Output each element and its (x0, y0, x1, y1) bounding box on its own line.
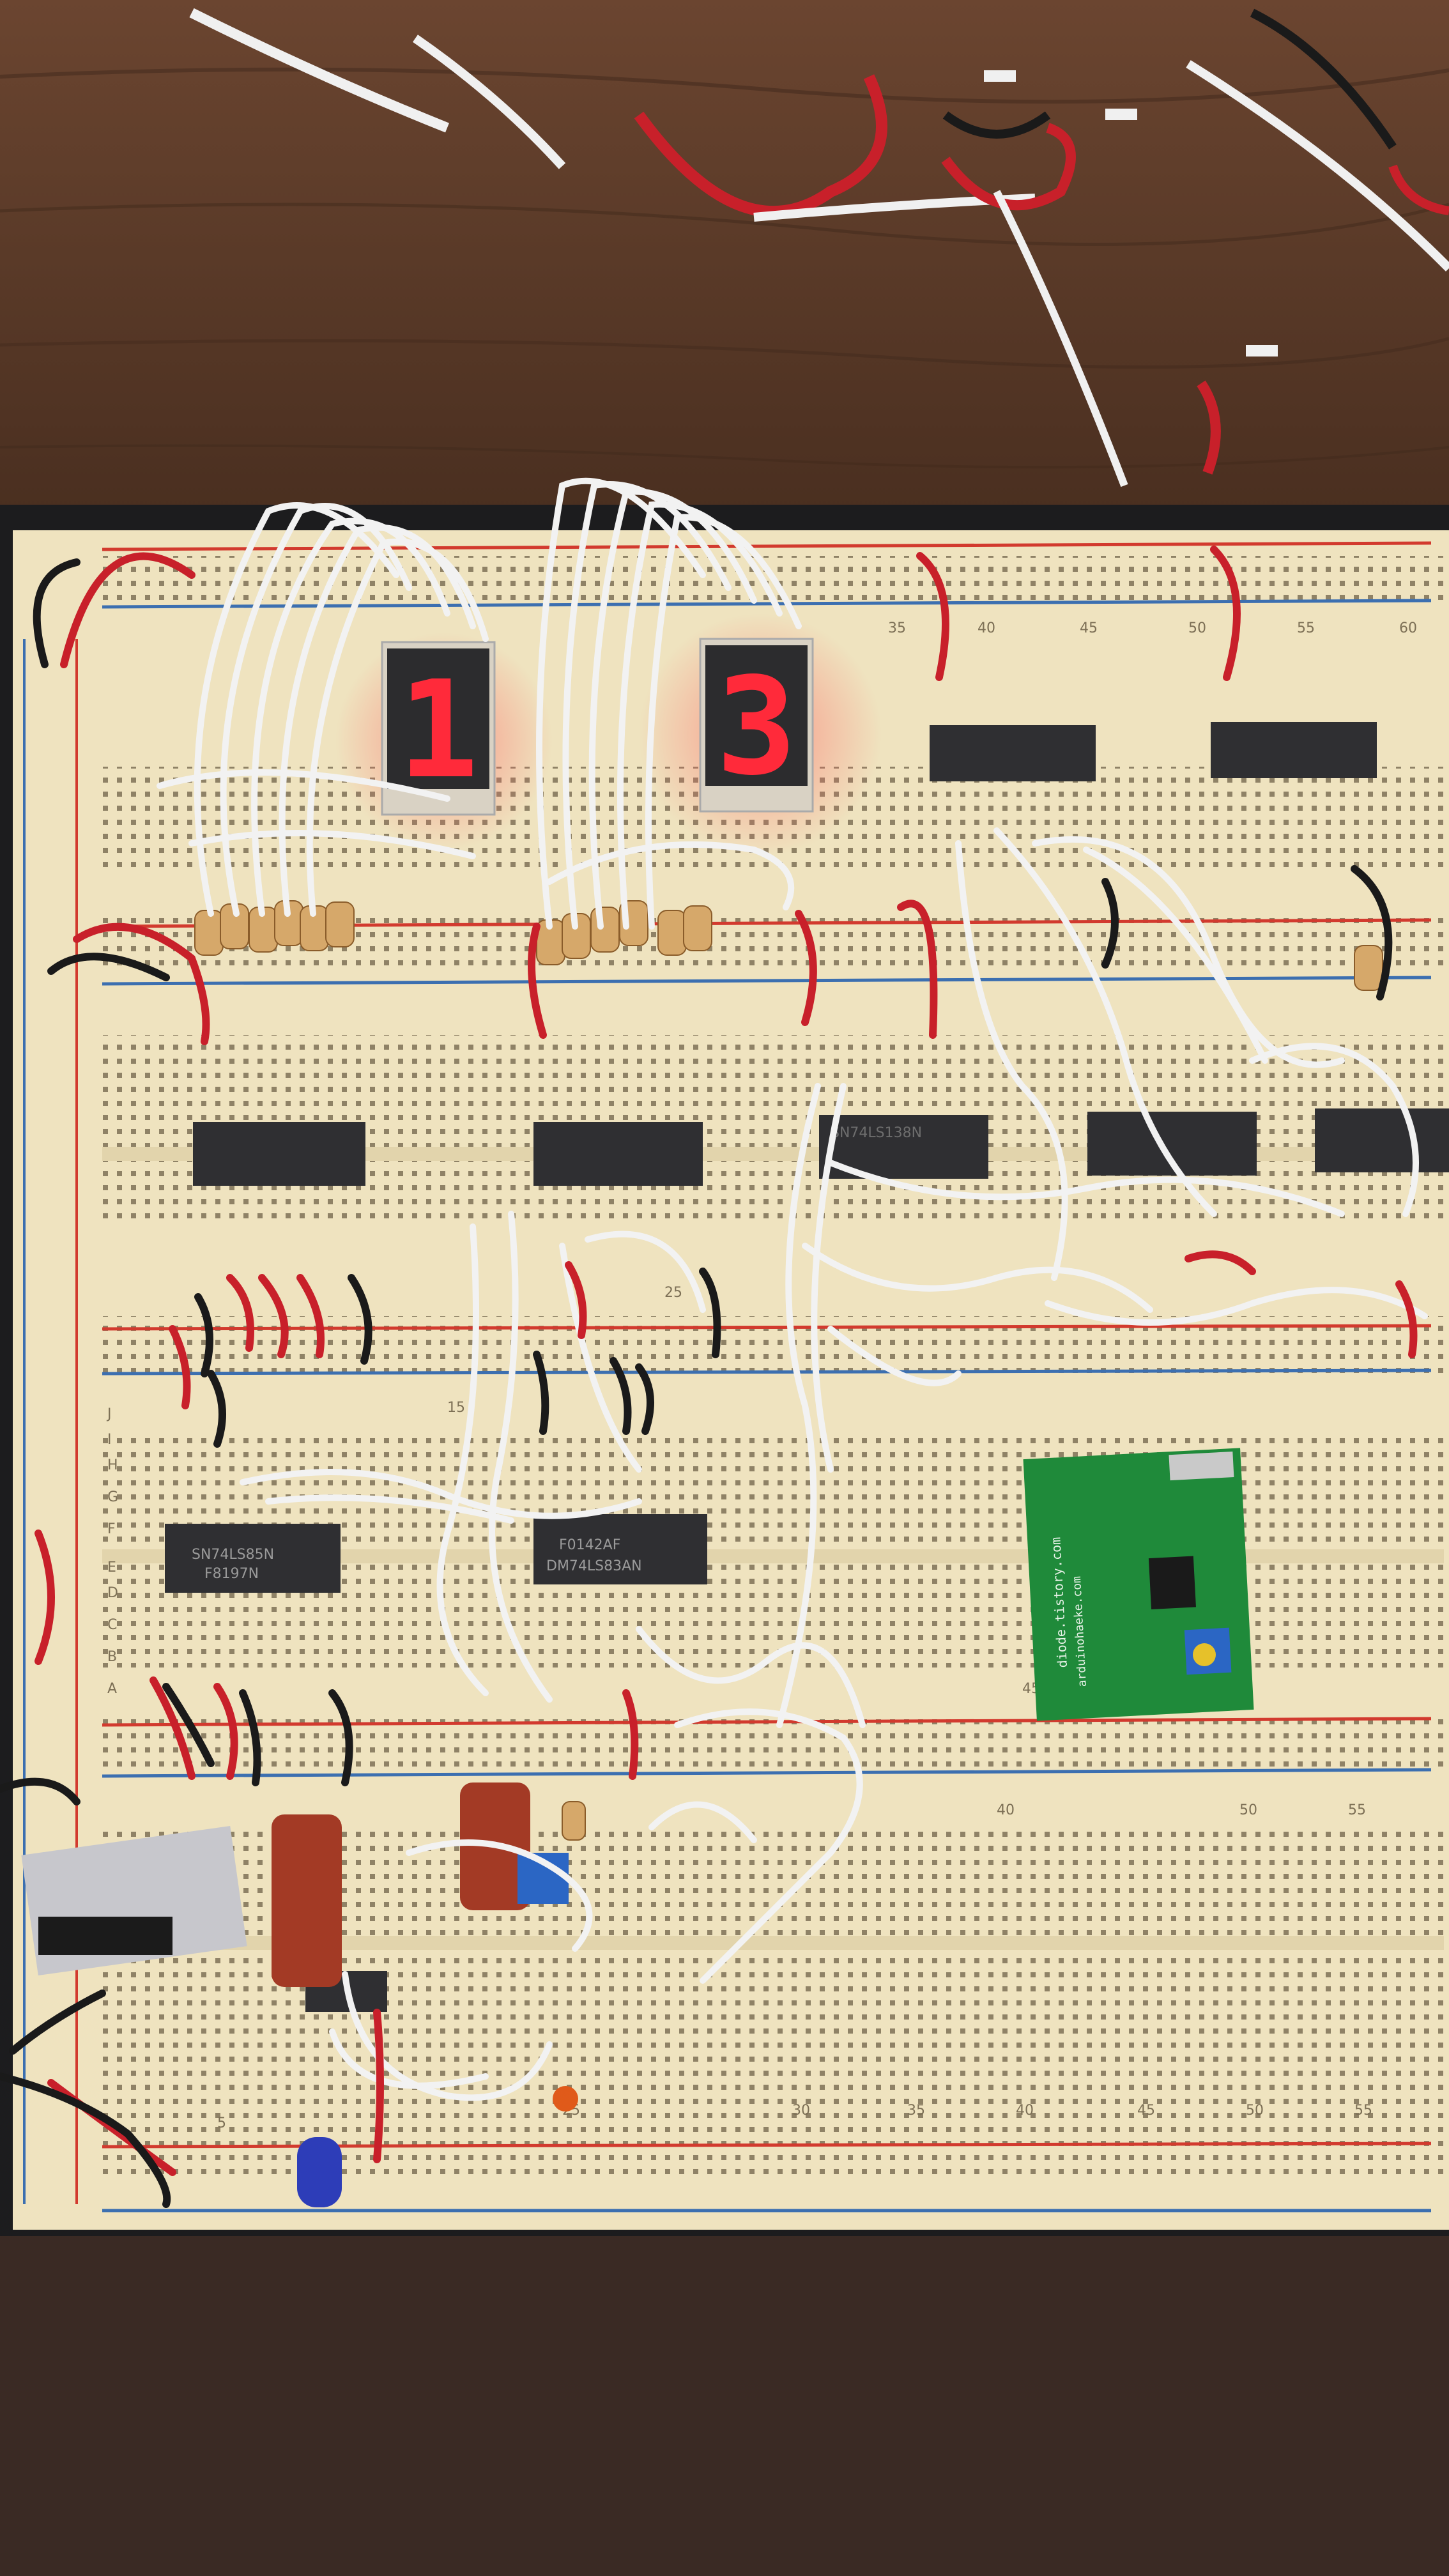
floor-shadow (0, 2236, 1449, 2576)
ic-chip (533, 1514, 707, 1584)
column-numbers: 35 40 45 50 55 60 15 25 40 45 50 55 5 25… (217, 620, 1417, 2131)
ic-label: SN74LS138N (831, 1125, 922, 1141)
row-letter: J (106, 1406, 112, 1422)
column-number: 30 (792, 2103, 810, 2119)
row-letter: B (107, 1649, 117, 1665)
row-letter: F (107, 1521, 116, 1537)
jumper-wires (0, 477, 1428, 2208)
column-number: 50 (1246, 2103, 1264, 2119)
ic-chip (533, 1122, 703, 1186)
ic-chip (193, 1122, 365, 1186)
display-digit-left: 1 (398, 652, 479, 808)
ic-label: F8197N (204, 1566, 259, 1582)
ic-chip (1211, 722, 1377, 778)
column-number: 45 (1137, 2103, 1155, 2119)
pcb-module: diode.tistory.com arduinohaeke.com (1023, 1448, 1254, 1721)
column-number: 60 (1399, 620, 1417, 636)
row-letter: A (107, 1681, 117, 1697)
column-number: 35 (888, 620, 906, 636)
row-letter: D (107, 1585, 118, 1601)
capacitor (272, 1814, 342, 1987)
column-number: 40 (997, 1802, 1015, 1818)
ic-label: SN74LS85N (192, 1547, 274, 1563)
column-number: 55 (1297, 620, 1315, 636)
ic-label: F0142AF (559, 1537, 620, 1553)
column-number: 25 (664, 1285, 682, 1301)
column-number: 35 (907, 2103, 925, 2119)
column-number: 5 (217, 2115, 226, 2131)
resistors (194, 900, 1383, 1841)
display-digit-right: 3 (716, 648, 797, 805)
row-letter: H (107, 1457, 118, 1473)
row-letter: G (107, 1489, 118, 1505)
column-number: 40 (1016, 2103, 1034, 2119)
ic-label: DM74LS83AN (546, 1558, 642, 1574)
wooden-table (0, 0, 1449, 511)
column-number: 55 (1348, 1802, 1366, 1818)
ic-chip (930, 725, 1096, 781)
ic-chip (165, 1524, 341, 1593)
column-number: 15 (447, 1400, 465, 1416)
column-number: 55 (1354, 2103, 1372, 2119)
column-number: 50 (1239, 1802, 1257, 1818)
ic-chips: SN74LS138N SN74LS85N F8197N F0142AF DM74… (165, 722, 1449, 2012)
row-letter: E (107, 1560, 116, 1575)
electrolytic-capacitor (297, 2137, 342, 2207)
column-number: 45 (1080, 620, 1098, 636)
column-number: 50 (1188, 620, 1206, 636)
ic-chip (1315, 1108, 1449, 1172)
row-letter: I (107, 1432, 112, 1448)
row-letter: C (107, 1617, 117, 1633)
row-letters: A B C D E F G H I J (106, 1406, 118, 1697)
seven-segment-display-right: 3 (639, 613, 882, 856)
ceramic-capacitor (553, 2086, 578, 2112)
seven-segment-display-left: 1 (335, 632, 553, 850)
column-number: 40 (977, 620, 995, 636)
